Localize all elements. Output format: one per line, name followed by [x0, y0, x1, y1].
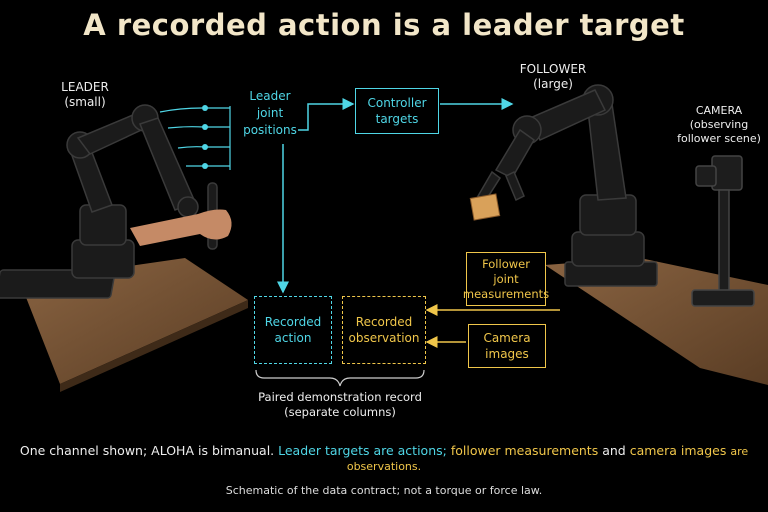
arrow-to-controller — [298, 98, 355, 131]
footer-part1: One channel shown; ALOHA is bimanual. — [19, 443, 275, 458]
footer-part6: are observations. — [346, 445, 749, 473]
follower-joint-measurements-box: Follower joint measurements — [463, 252, 549, 306]
controller-targets-box: Controller targets — [355, 88, 439, 134]
disclaimer-note: Schematic of the data contract; not a to… — [225, 484, 543, 497]
footer-part5: camera images — [629, 443, 727, 458]
recorded-observation-box: Recorded observation — [342, 296, 426, 364]
recorded-action-box: Recorded action — [254, 296, 332, 364]
page-title: A recorded action is a leader target — [83, 8, 685, 42]
footer-legend: One channel shown; ALOHA is bimanual. Le… — [0, 443, 768, 473]
operator-hand — [130, 209, 232, 246]
grasped-cube — [469, 193, 501, 221]
footer-part2: Leader targets are actions; — [278, 443, 447, 458]
footer-part3: follower measurements — [450, 443, 599, 458]
camera-device — [691, 155, 755, 307]
paired-record-bracket — [255, 369, 425, 387]
leader-joint-positions-label: Leader joint positions — [243, 88, 297, 137]
paired-record-caption: Paired demonstration record(separate col… — [258, 390, 422, 419]
follower-label: FOLLOWER(large) — [519, 62, 587, 91]
leader-label: LEADER(small) — [61, 80, 109, 109]
footer-part4: and — [602, 443, 626, 458]
follower-robot-arm — [476, 84, 658, 287]
camera-images-box: Camera images — [468, 324, 546, 368]
